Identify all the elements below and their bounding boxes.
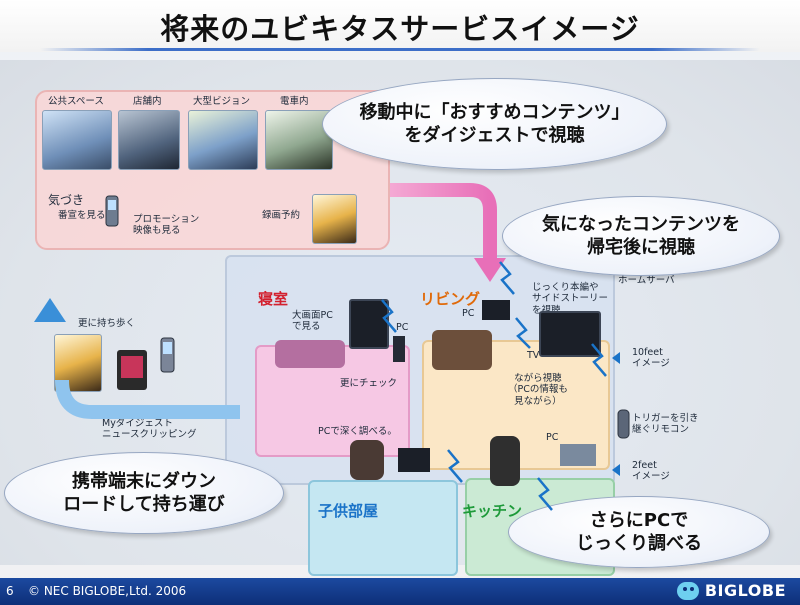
brand-logo: BIGLOBE	[676, 581, 786, 600]
kitchen-pc: PC	[546, 432, 559, 443]
living-family-illustration	[432, 330, 492, 370]
kitchen-person-illustration	[490, 436, 520, 486]
living-pc: PC	[462, 308, 475, 319]
trigger-remote-label: トリガーを引き 継ぐリモコン	[632, 413, 699, 436]
place-public-space: 公共スペース	[48, 96, 104, 107]
pointer-ten-feet-icon	[612, 352, 620, 364]
flow-arrow-icon	[390, 183, 497, 262]
return-arrow-bottom-icon	[55, 379, 240, 419]
title-rule	[40, 48, 760, 51]
living-pc-icon	[482, 300, 510, 320]
bubble-home: 気になったコンテンツを 帰宅後に視聴	[502, 196, 780, 276]
home-server-label: ホームサーバ	[618, 275, 675, 286]
ten-feet-label: 10feet イメージ	[632, 347, 670, 370]
wireless-icon	[381, 261, 607, 511]
living-main-story: じっくり本編や サイドストーリー を視聴	[532, 282, 609, 316]
place-store: 店舗内	[133, 96, 162, 107]
living-tv-icon	[539, 311, 601, 357]
place-train: 電車内	[280, 96, 309, 107]
bedroom-title: 寝室	[258, 290, 289, 308]
notice-title: 気づき	[48, 193, 85, 207]
promotion-label: プロモーション 映像も見る	[133, 214, 200, 237]
kids-room-title: 子供部屋	[318, 502, 379, 520]
brand-name: BIGLOBE	[704, 581, 786, 600]
kids-room-panel	[308, 480, 458, 576]
living-while-watching: ながら視聴 （PCの情報も 見ながら）	[508, 373, 568, 407]
mobile-phone-icon	[160, 337, 175, 373]
pointer-two-feet-icon	[612, 464, 620, 476]
mobile-phone-icon	[105, 195, 119, 227]
bubble-download: 携帯端末にダウン ロードして持ち運び	[4, 452, 284, 534]
living-tv: TV	[527, 350, 540, 361]
slide-title: 将来のユビキタスサービスイメージ	[160, 12, 640, 46]
flow-arrow-head-icon	[474, 258, 506, 282]
bedroom-check: 更にチェック	[340, 378, 398, 389]
store-photo	[118, 110, 180, 170]
kitchen-laptop-icon	[560, 444, 596, 466]
footer-bar	[0, 578, 800, 605]
living-title: リビング	[420, 290, 481, 308]
kids-pc-icon	[398, 448, 430, 472]
diagram-stage: 公共スペース 店舗内 大型ビジョン 電車内 気づき 番宣を見る プロモーション …	[0, 60, 800, 576]
train-photo	[265, 110, 333, 170]
carry-more-label: 更に持ち歩く	[78, 318, 136, 329]
media-player-icon	[117, 350, 147, 390]
clipping-label: Myダイジェスト ニュースクリッピング	[102, 418, 197, 441]
kids-search: PCで深く調べる。	[318, 426, 397, 437]
bedroom-pc: PC	[396, 322, 409, 333]
kitchen-title: キッチン	[462, 502, 523, 520]
recording-label: 録画予約	[262, 210, 301, 221]
two-feet-label: 2feet イメージ	[632, 460, 670, 483]
bubble-moving: 移動中に「おすすめコンテンツ」 をダイジェストで視聴	[322, 78, 667, 170]
bedroom-monitor-icon	[349, 299, 389, 349]
title-band	[0, 0, 800, 52]
big-vision-photo	[188, 110, 258, 170]
recording-person-photo	[312, 194, 357, 244]
bedroom-big-screen: 大画面PC で見る	[292, 310, 333, 333]
place-big-vision: 大型ビジョン	[193, 96, 251, 107]
page-number: 6	[6, 584, 14, 598]
remote-control-icon	[617, 409, 630, 439]
public-space-photo	[42, 110, 112, 170]
copyright: © NEC BIGLOBE,Ltd. 2006	[28, 584, 187, 598]
bedroom-pc-tower-icon	[393, 336, 405, 362]
kids-person-illustration	[350, 440, 384, 480]
brand-mascot-icon	[676, 581, 699, 600]
return-arrow-head-icon	[34, 298, 66, 322]
notice-sub: 番宣を見る	[58, 210, 106, 221]
bedroom-person-illustration	[275, 340, 345, 368]
